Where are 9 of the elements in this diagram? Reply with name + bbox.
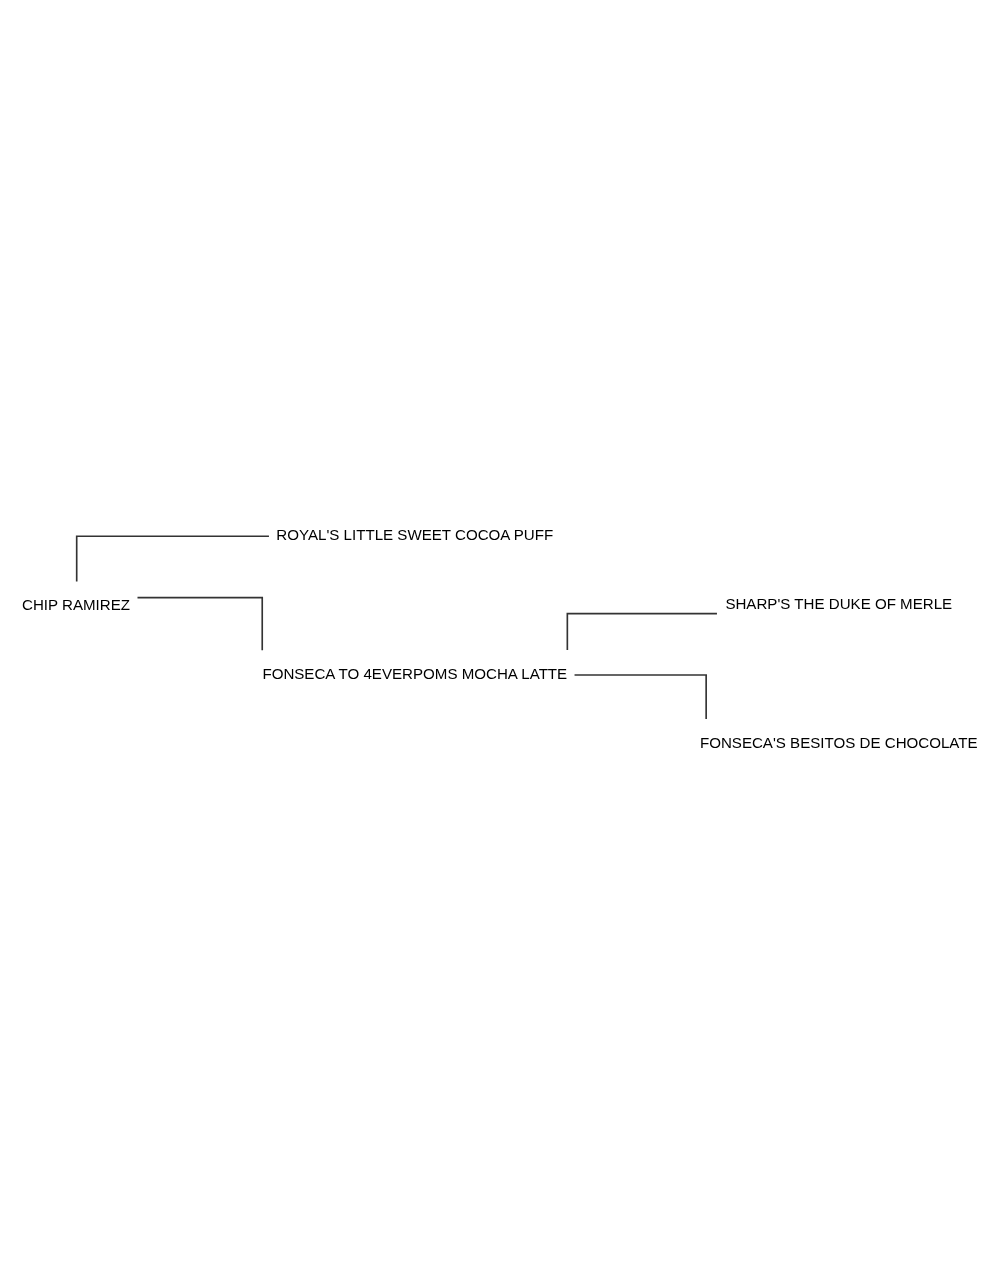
node-text: ROYAL'S LITTLE SWEET COCOA PUFF xyxy=(276,526,554,544)
node-text: CHIP RAMIREZ xyxy=(21,596,131,614)
node-text: FONSECA'S BESITOS DE CHOCOLATE xyxy=(699,733,978,751)
connector xyxy=(573,674,707,720)
node-text: FONSECA TO 4EVERPOMS MOCHA LATTE xyxy=(262,664,568,682)
connector xyxy=(75,535,270,583)
connector xyxy=(136,596,264,651)
node-text: SHARP'S THE DUKE OF MERLE xyxy=(725,594,953,612)
connector xyxy=(566,612,718,651)
